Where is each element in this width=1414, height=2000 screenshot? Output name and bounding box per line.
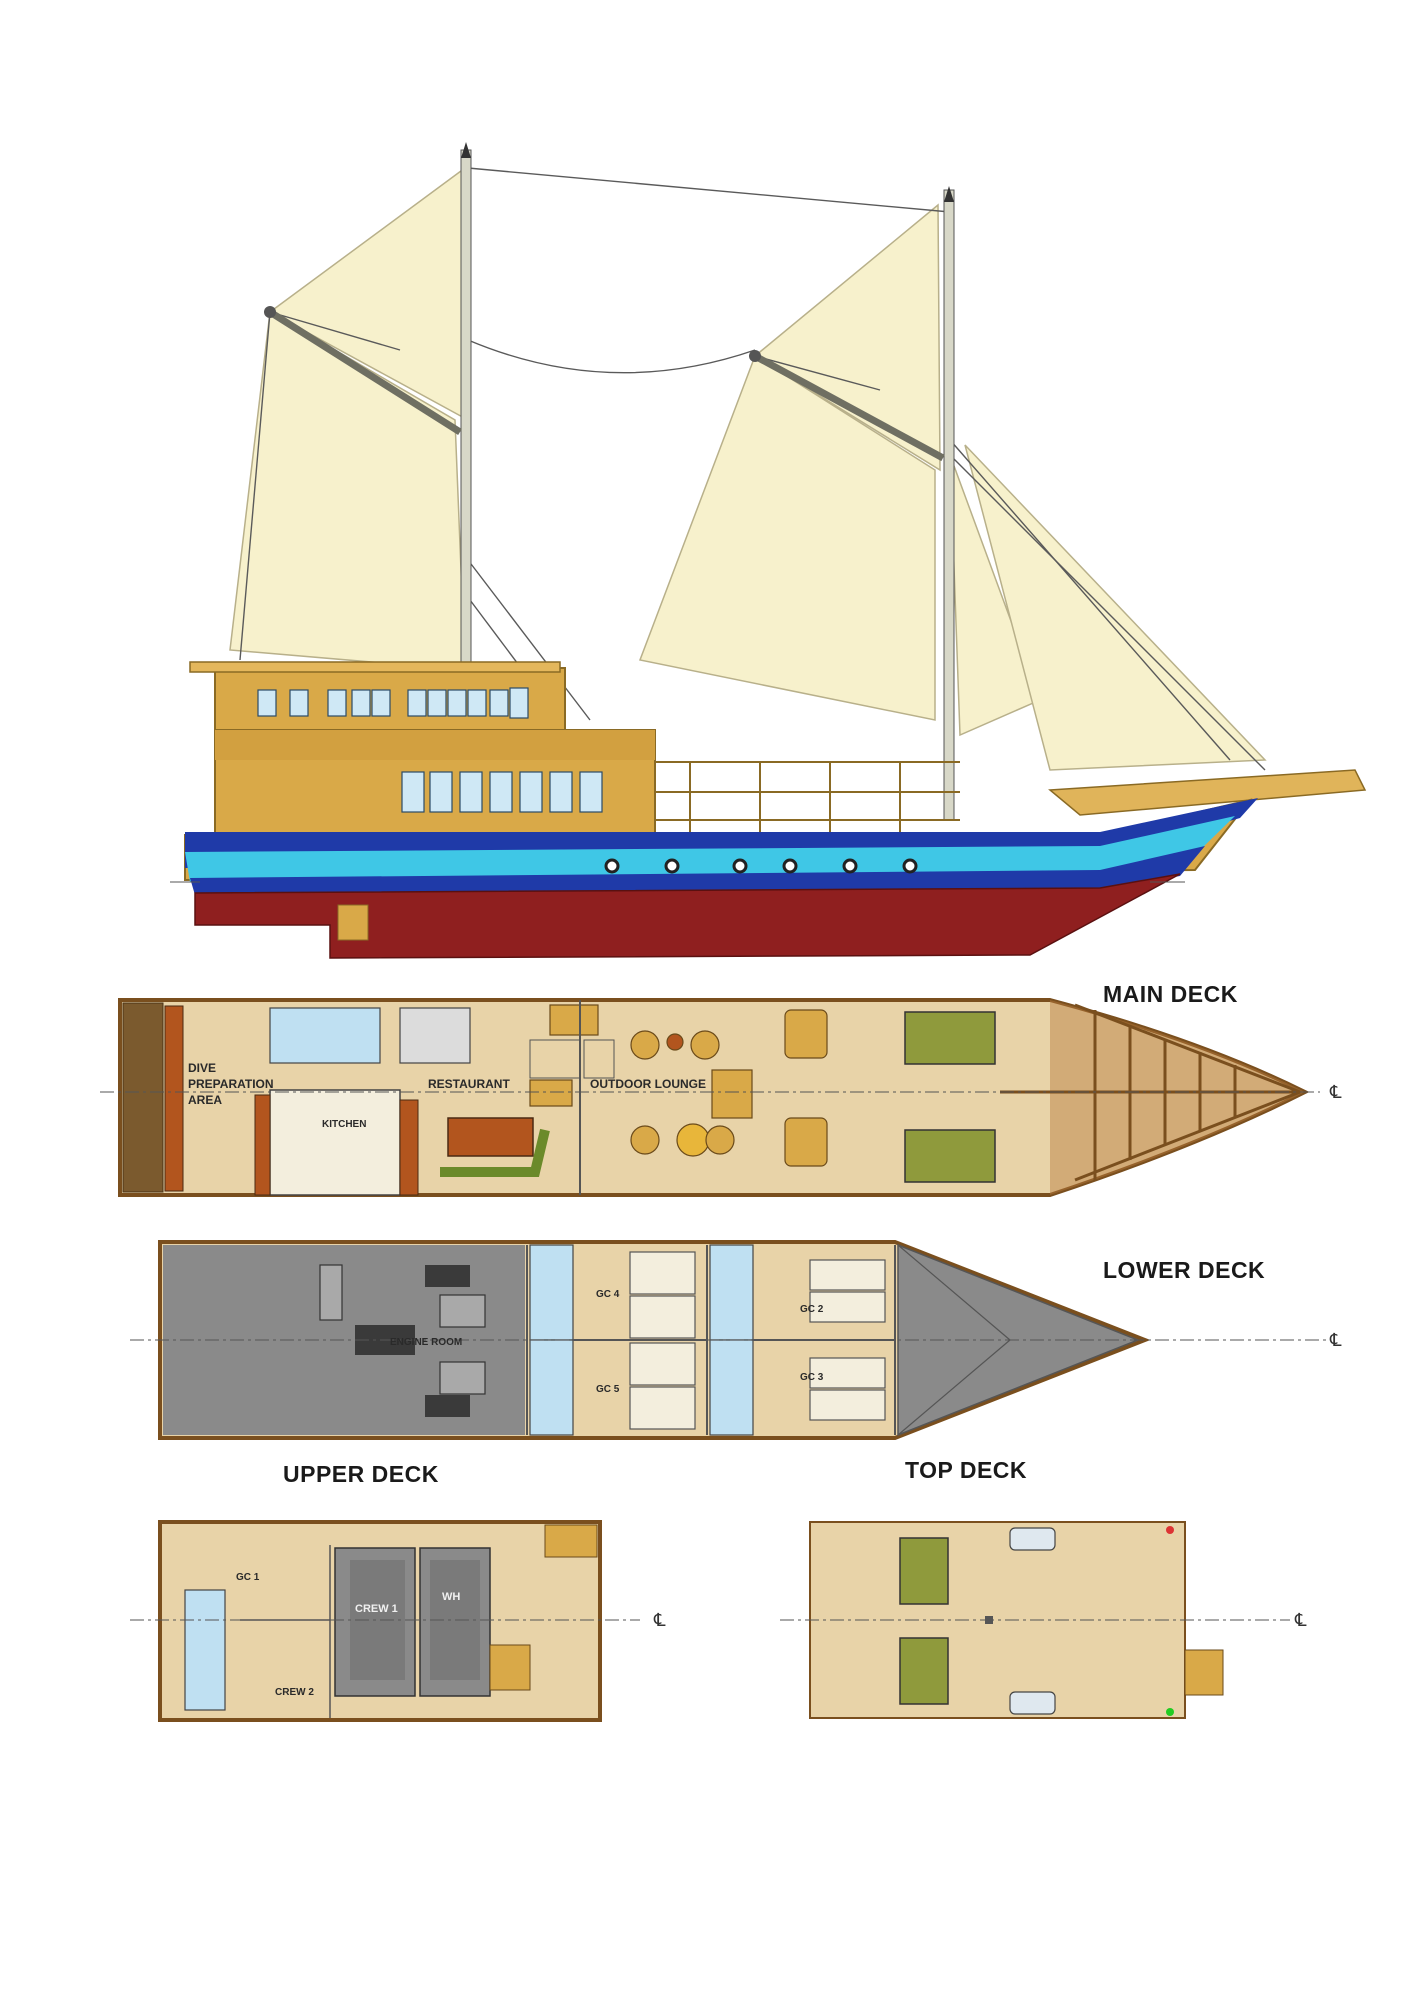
main-deck-title: MAIN DECK (1103, 981, 1238, 1007)
gc4-label: GC 4 (596, 1289, 620, 1300)
upper-deck-centerline-mark: ℄ (653, 1610, 666, 1630)
kitchen-label: KITCHEN (322, 1119, 366, 1130)
top-deck-title: TOP DECK (905, 1457, 1027, 1483)
gc2-label: GC 2 (800, 1304, 824, 1315)
dive-area-label-1: DIVE (188, 1061, 216, 1075)
lower-deck-centerline-mark: ℄ (1329, 1330, 1342, 1350)
gc3-label: GC 3 (800, 1372, 824, 1383)
stern-grating (123, 1003, 163, 1192)
dive-benches (165, 1006, 183, 1191)
lower-deck-plan: LOWER DECK ENGINE ROOM GC 4 GC 5 GC 2 GC… (130, 1242, 1342, 1438)
side-elevation (170, 142, 1365, 958)
top-deck-centerline-mark: ℄ (1294, 1610, 1307, 1630)
starboard-light (1166, 1708, 1174, 1716)
upper-deck-head (185, 1590, 225, 1710)
kitchen-block (270, 1090, 400, 1195)
crew1-label: CREW 1 (355, 1603, 398, 1615)
crew2-label: CREW 2 (275, 1687, 314, 1698)
restaurant-label: RESTAURANT (428, 1077, 510, 1091)
main-cabin-windows (402, 772, 602, 812)
deck-railing (655, 762, 960, 835)
dive-area-label-2: PREPARATION (188, 1077, 274, 1091)
top-deck-plan: TOP DECK ℄ (780, 1457, 1307, 1718)
engine-room-label: ENGINE ROOM (390, 1337, 462, 1348)
sail-jib-2 (965, 445, 1265, 770)
rudder (338, 905, 368, 940)
bowsprit (1050, 770, 1365, 815)
main-deck-centerline-mark: ℄ (1329, 1082, 1342, 1102)
restaurant-table (448, 1118, 533, 1156)
port-light (1166, 1526, 1174, 1534)
top-deck-stairs (1185, 1650, 1223, 1695)
upper-deck-title: UPPER DECK (283, 1461, 439, 1487)
wh-label: WH (442, 1591, 460, 1603)
lower-deck-title: LOWER DECK (1103, 1257, 1265, 1283)
gc1-label: GC 1 (236, 1572, 260, 1583)
mast-fore (461, 150, 471, 670)
upper-deck-plan: UPPER DECK GC 1 CREW 1 CREW 2 WH ℄ (130, 1461, 666, 1720)
main-deck-plan: MAIN DECK DIVE PREPARATION AREA KITCHEN … (100, 981, 1342, 1195)
gc5-label: GC 5 (596, 1384, 620, 1395)
mast-aft (944, 190, 954, 820)
dive-area-label-3: AREA (188, 1093, 222, 1107)
outdoor-lounge-label: OUTDOOR LOUNGE (590, 1077, 706, 1091)
